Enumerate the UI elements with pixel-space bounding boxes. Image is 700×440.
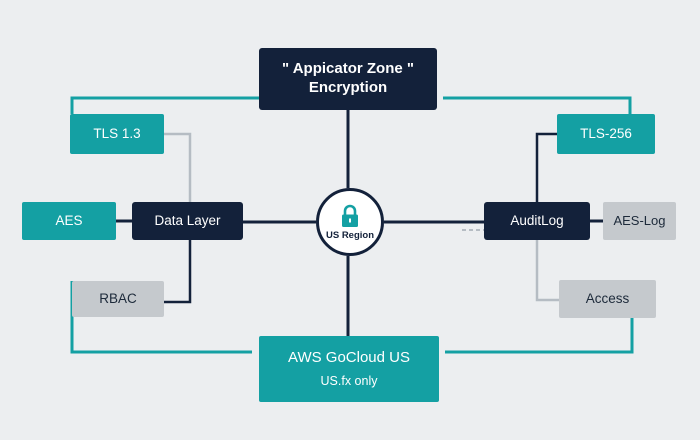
data-layer-node[interactable]: Data Layer xyxy=(132,202,243,240)
tls-256-node[interactable]: TLS-256 xyxy=(557,114,655,154)
tls13-to-datalayer xyxy=(164,132,192,202)
datalayer-to-rbac xyxy=(164,240,192,304)
rbac-label: RBAC xyxy=(99,290,137,306)
aws-gocloud-title: AWS GoCloud US xyxy=(288,348,410,366)
auditlog-to-access xyxy=(535,240,559,302)
frame-top-right xyxy=(443,96,632,114)
audit-log-label: AuditLog xyxy=(510,212,564,228)
frame-top-left xyxy=(70,96,259,114)
tls-256-label: TLS-256 xyxy=(580,125,632,141)
us-region-hub[interactable]: US Region xyxy=(316,188,384,256)
access-node[interactable]: Access xyxy=(559,280,656,318)
aes-node[interactable]: AES xyxy=(22,202,116,240)
aes-log-label: AES-Log xyxy=(613,212,666,228)
frame-bottom-right xyxy=(445,318,634,354)
data-layer-label: Data Layer xyxy=(154,212,221,228)
lock-icon xyxy=(342,204,358,227)
aws-gocloud-subtitle: US.fx only xyxy=(320,373,378,388)
tls-13-node[interactable]: TLS 1.3 xyxy=(70,114,164,154)
aes-label: AES xyxy=(55,212,83,228)
encryption-zone-subtitle: Encryption xyxy=(308,79,388,96)
encryption-zone-title: " Appicator Zone " xyxy=(281,60,414,78)
us-region-label: US Region xyxy=(325,229,375,241)
rbac-node[interactable]: RBAC xyxy=(72,281,164,317)
audit-log-node[interactable]: AuditLog xyxy=(484,202,590,240)
encryption-zone-node[interactable]: " Appicator Zone " Encryption xyxy=(259,48,437,110)
access-label: Access xyxy=(585,290,630,306)
aws-gocloud-node[interactable]: AWS GoCloud US US.fx only xyxy=(259,336,439,402)
tls-13-label: TLS 1.3 xyxy=(93,125,141,141)
aes-log-node[interactable]: AES-Log xyxy=(603,202,676,240)
tls256-to-auditlog xyxy=(535,132,557,202)
